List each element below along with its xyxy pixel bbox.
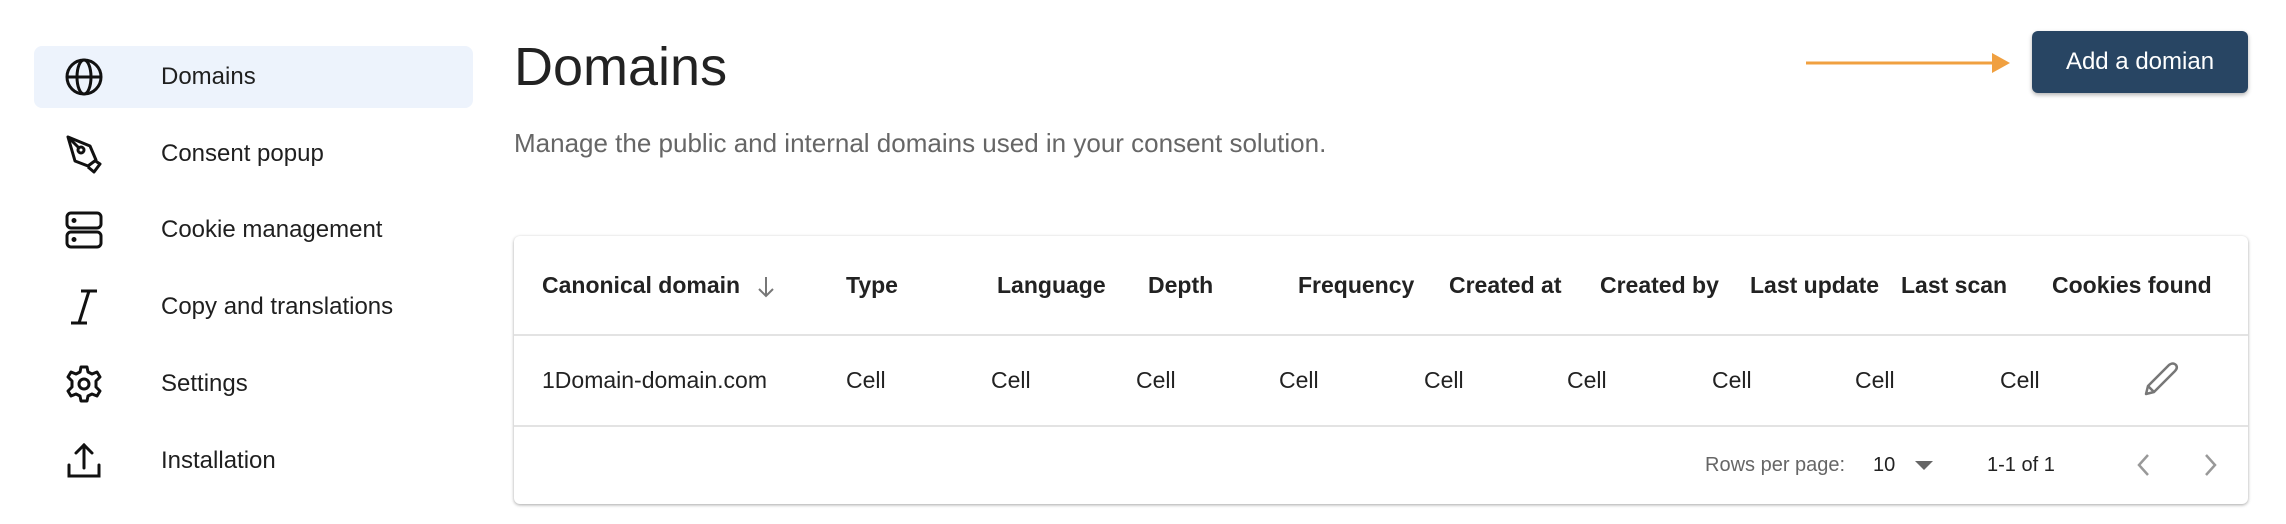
cell: Cell	[1279, 367, 1319, 393]
cell: Cell	[991, 367, 1031, 393]
pen-nib-icon	[66, 135, 102, 174]
chevron-right-icon[interactable]	[2202, 452, 2220, 478]
rows-per-page-label: Rows per page:	[1705, 454, 1846, 476]
sidebar-item-consent-popup[interactable]: Consent popup	[34, 123, 473, 185]
cell: Cell	[1855, 367, 1895, 393]
domains-table: Canonical domain Type Language Depth Fre…	[514, 236, 2248, 504]
add-domain-button[interactable]: Add a domian	[2032, 31, 2248, 93]
chevron-left-icon[interactable]	[2134, 452, 2152, 478]
column-header-type[interactable]: Type	[846, 272, 898, 298]
cell: Cell	[1424, 367, 1464, 393]
italic-text-icon	[71, 289, 97, 325]
caret-down-icon	[1914, 460, 1933, 470]
sidebar-item-copy-and-translations[interactable]: Copy and translations	[34, 276, 473, 338]
sidebar-item-label: Consent popup	[161, 140, 324, 167]
column-header-cookies-found[interactable]: Cookies found	[2052, 272, 2212, 298]
rows-per-page-select[interactable]: 10	[1873, 426, 1933, 504]
column-header-depth[interactable]: Depth	[1148, 272, 1214, 298]
sidebar-item-label: Installation	[161, 447, 276, 474]
cell-canonical-domain: 1Domain-domain.com	[542, 367, 767, 393]
column-header-canonical-domain[interactable]: Canonical domain	[542, 236, 776, 335]
cell: Cell	[2000, 367, 2040, 393]
active-nav-highlight	[34, 46, 473, 108]
server-icon	[65, 211, 103, 249]
cell: Cell	[1136, 367, 1176, 393]
rows-per-page-value: 10	[1873, 454, 1896, 476]
column-header-last-scan[interactable]: Last scan	[1901, 272, 2008, 298]
globe-icon	[65, 58, 103, 96]
column-header-language[interactable]: Language	[997, 272, 1106, 298]
divider	[514, 334, 2248, 336]
cell: Cell	[846, 367, 886, 393]
arrow-annotation-icon	[1806, 53, 2010, 73]
sidebar-item-cookie-management[interactable]: Cookie management	[34, 199, 473, 261]
divider	[514, 425, 2248, 427]
cell: Cell	[1712, 367, 1752, 393]
column-header-frequency[interactable]: Frequency	[1298, 272, 1415, 298]
sidebar-item-label: Settings	[161, 370, 248, 397]
page-subtitle: Manage the public and internal domains u…	[514, 128, 1327, 158]
pagination-range: 1-1 of 1	[1987, 454, 2055, 476]
pencil-icon[interactable]	[2140, 360, 2180, 400]
sidebar-item-label: Copy and translations	[161, 293, 394, 320]
column-header-created-by[interactable]: Created by	[1600, 272, 1719, 298]
sidebar-item-domains[interactable]: Domains	[34, 46, 473, 108]
column-header-last-update[interactable]: Last update	[1750, 272, 1880, 298]
column-header-label: Canonical domain	[542, 272, 741, 298]
sidebar-item-settings[interactable]: Settings	[34, 353, 473, 415]
sidebar-item-label: Cookie management	[161, 216, 383, 243]
page-title: Domains	[514, 37, 728, 97]
sidebar-item-installation[interactable]: Installation	[34, 430, 473, 492]
gear-icon	[66, 365, 102, 403]
cell: Cell	[1567, 367, 1607, 393]
sort-arrow-down-icon[interactable]	[756, 275, 776, 299]
upload-icon	[67, 442, 101, 478]
sidebar-item-label: Domains	[161, 63, 256, 90]
column-header-created-at[interactable]: Created at	[1449, 272, 1562, 298]
